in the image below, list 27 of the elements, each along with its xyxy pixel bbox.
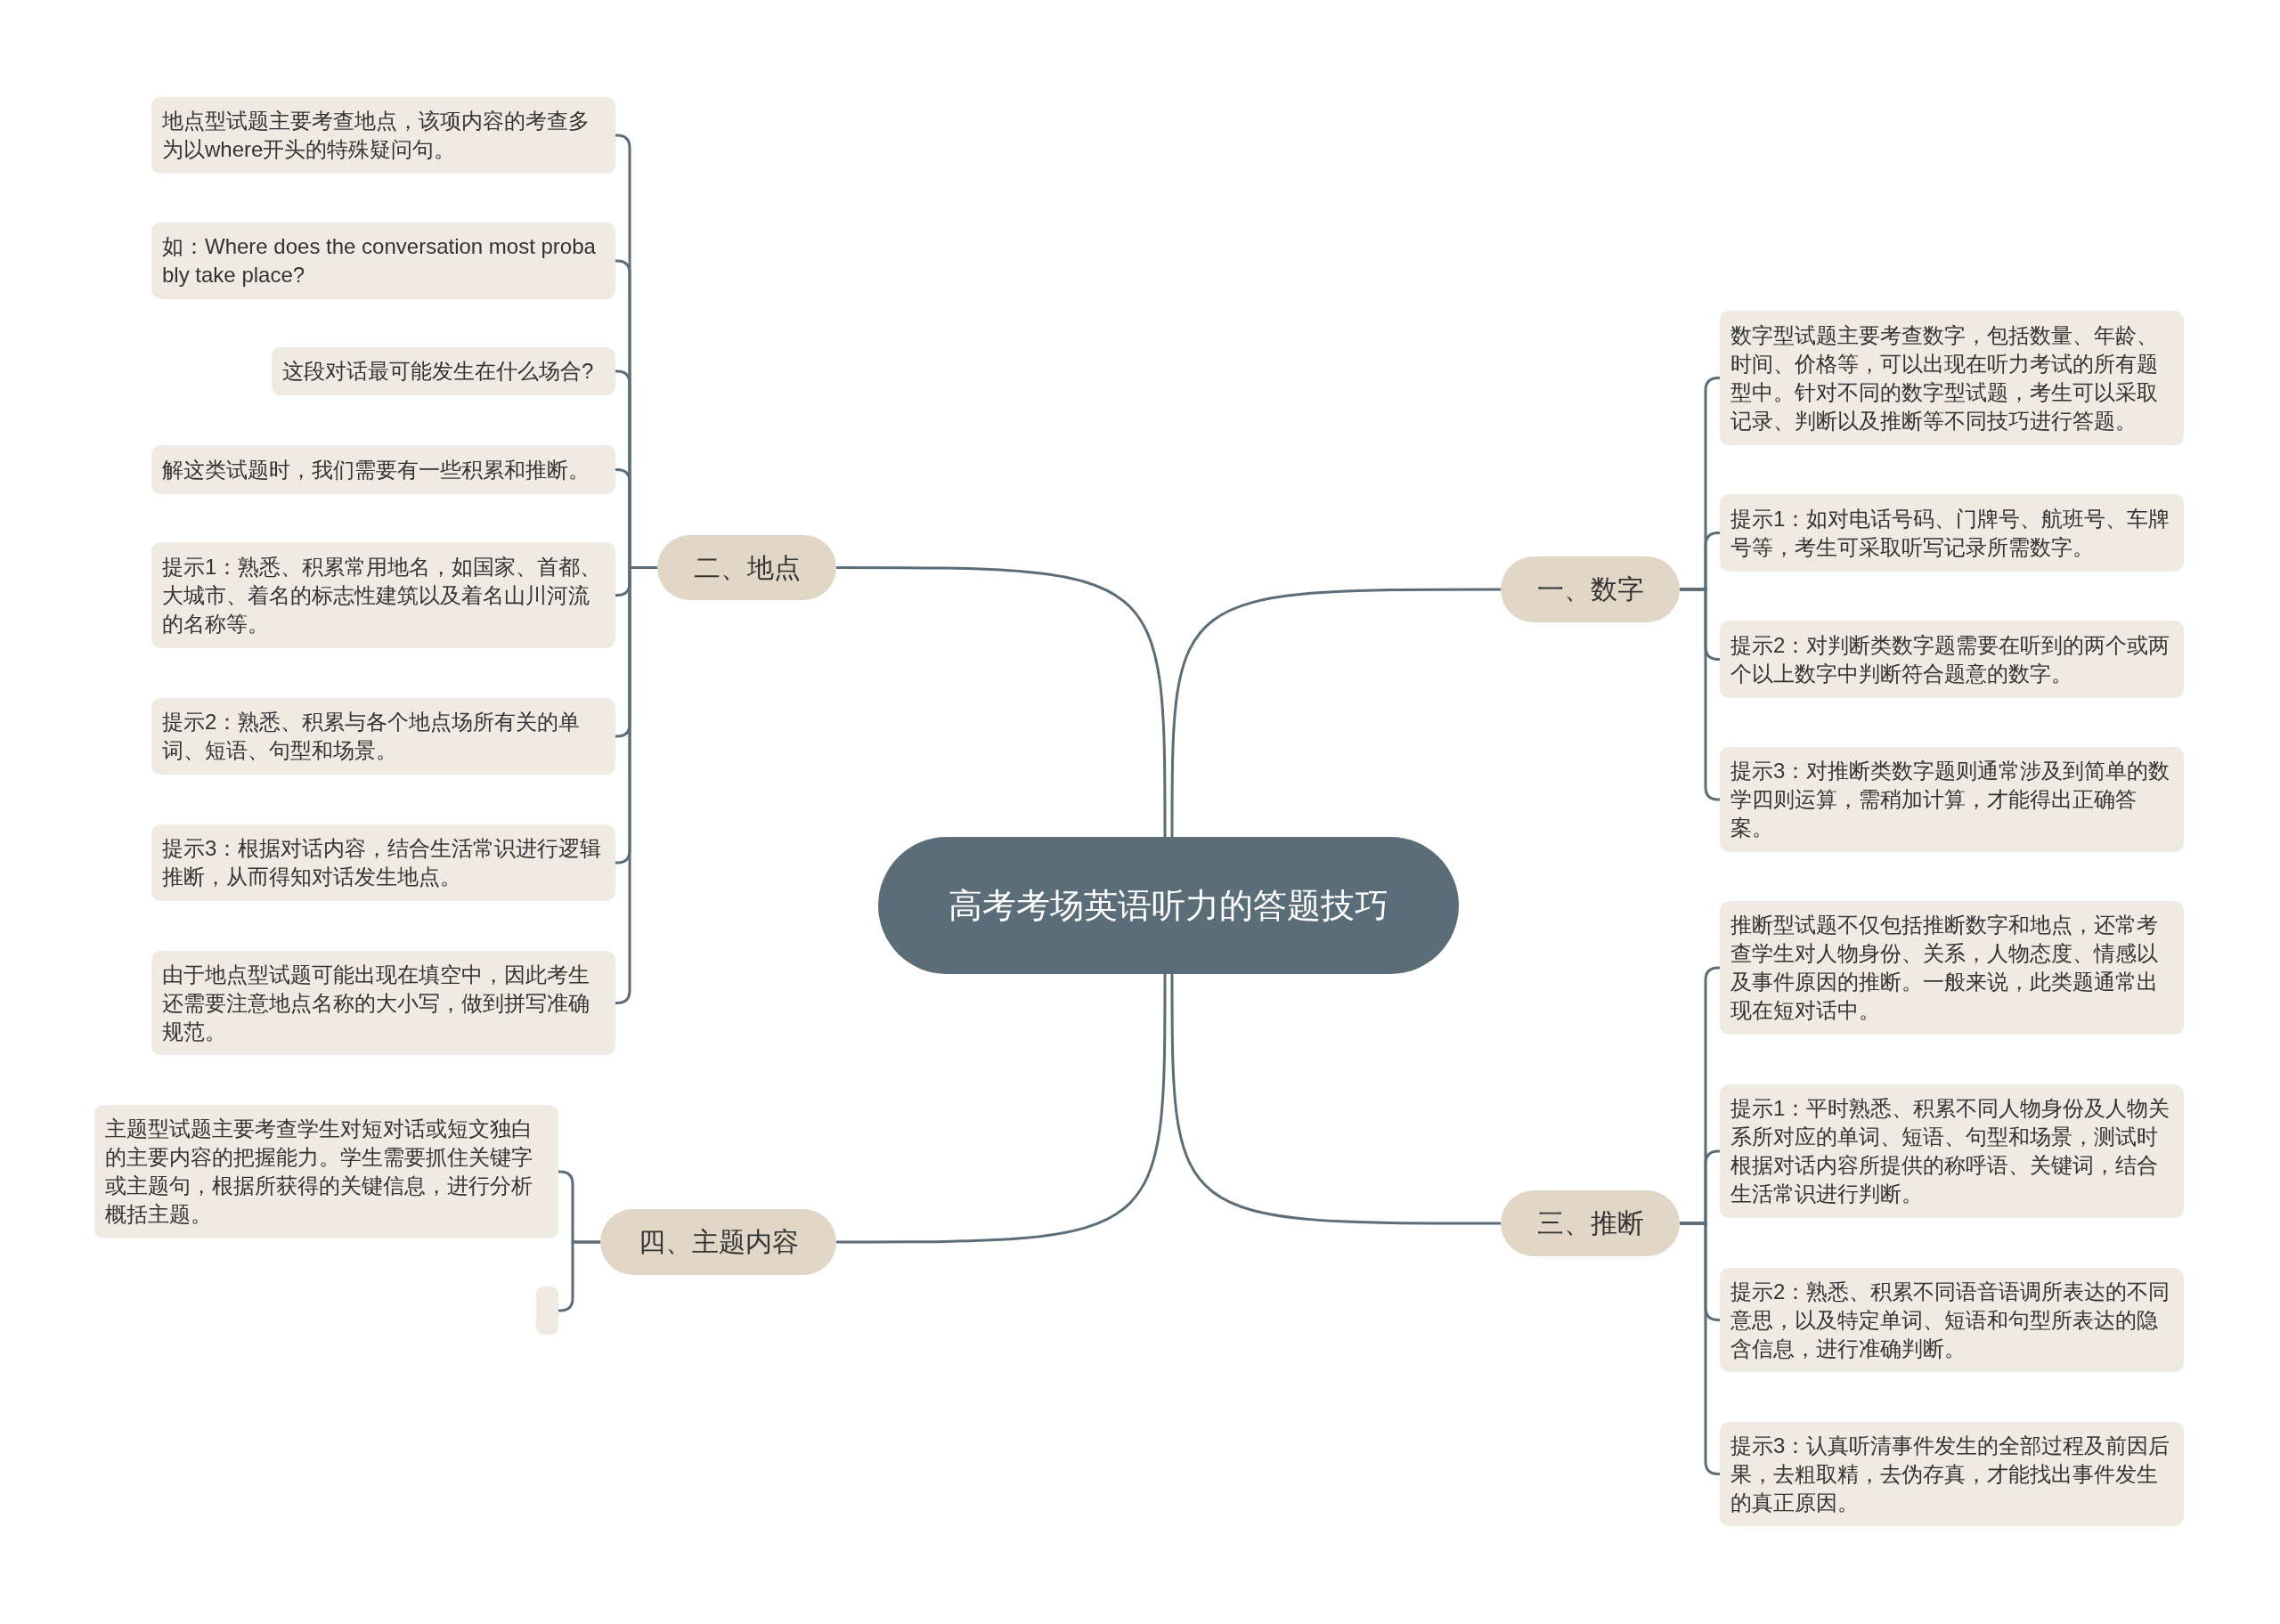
note-card: 提示2：对判断类数字题需要在听到的两个或两个以上数字中判断符合题意的数字。 — [1720, 621, 2184, 698]
note-card: 提示1：熟悉、积累常用地名，如国家、首都、大城市、着名的标志性建筑以及着名山川河流的名称等。 — [151, 542, 615, 648]
note-card: 提示2：熟悉、积累不同语音语调所表达的不同意思，以及特定单词、短语和句型所表达的隐含信息，进行准确判断。 — [1720, 1268, 2184, 1372]
connector-line — [836, 974, 1167, 1244]
branch-topic: 二、地点 — [657, 535, 836, 600]
note-card: 由于地点型试题可能出现在填空中，因此考生还需要注意地点名称的大小写，做到拼写准确规范。 — [151, 951, 615, 1055]
note-card: 地点型试题主要考查地点，该项内容的考查多为以where开头的特殊疑问句。 — [151, 97, 615, 174]
note-card: 提示3：认真听清事件发生的全部过程及前因后果，去粗取精，去伪存真，才能找出事件发生的真正原因。 — [1720, 1422, 2184, 1526]
branch-topic: 三、推断 — [1501, 1190, 1680, 1256]
note-card: 提示1：如对电话号码、门牌号、航班号、车牌号等，考生可采取听写记录所需数字。 — [1720, 494, 2184, 572]
note-card: 提示3：根据对话内容，结合生活常识进行逻辑推断，从而得知对话发生地点。 — [151, 824, 615, 901]
branch-topic: 四、主题内容 — [600, 1209, 836, 1275]
note-card: 如：Where does the conversation most probably take place? — [151, 223, 615, 299]
connector-line — [1170, 588, 1501, 837]
note-card: 提示2：熟悉、积累与各个地点场所有关的单词、短语、句型和场景。 — [151, 698, 615, 775]
central-topic: 高考考场英语听力的答题技巧 — [878, 837, 1459, 974]
note-card: 解这类试题时，我们需要有一些积累和推断。 — [151, 445, 615, 494]
connector-line — [836, 566, 1167, 837]
note-card: 提示1：平时熟悉、积累不同人物身份及人物关系所对应的单词、短语、句型和场景，测试时根据对话内容所提供的称呼语、关键词，结合生活常识进行判断。 — [1720, 1084, 2184, 1218]
note-card: 这段对话最可能发生在什么场合? — [272, 347, 615, 395]
branch-topic: 一、数字 — [1501, 556, 1680, 622]
empty-card — [536, 1287, 558, 1335]
note-card: 推断型试题不仅包括推断数字和地点，还常考查学生对人物身份、关系，人物态度、情感以及事件原因的推断。一般来说，此类题通常出现在短对话中。 — [1720, 901, 2184, 1035]
note-card: 主题型试题主要考查学生对短对话或短文独白的主要内容的把握能力。学生需要抓住关键字或主题句，根据所获得的关键信息，进行分析概括主题。 — [94, 1105, 558, 1238]
note-card: 提示3：对推断类数字题则通常涉及到简单的数学四则运算，需稍加计算，才能得出正确答案。 — [1720, 747, 2184, 852]
note-card: 数字型试题主要考查数字，包括数量、年龄、时间、价格等，可以出现在听力考试的所有题型中。针对不同的数字型试题，考生可以采取记录、判断以及推断等不同技巧进行答题。 — [1720, 311, 2184, 445]
connector-line — [1170, 974, 1501, 1225]
